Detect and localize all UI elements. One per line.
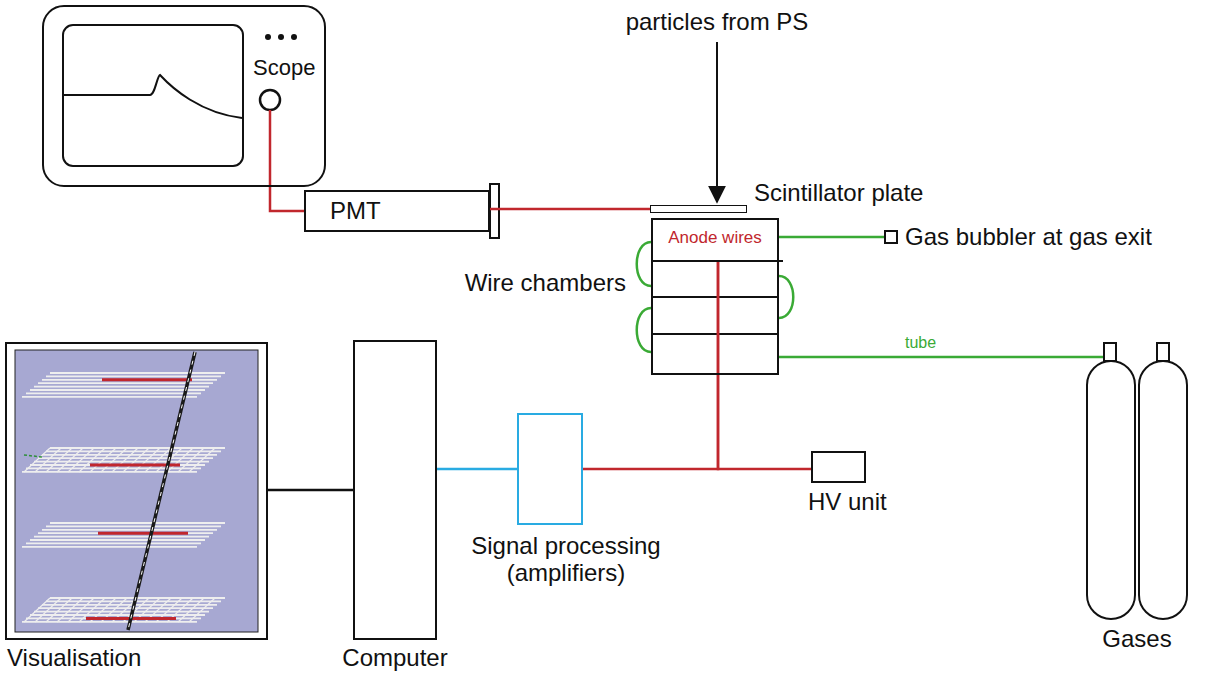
gas-loop xyxy=(637,308,651,352)
hit-wire xyxy=(98,532,188,535)
gas-bottle xyxy=(1087,361,1135,619)
wire-planes xyxy=(22,373,225,622)
wire xyxy=(42,604,217,606)
pmt-window xyxy=(490,184,499,238)
hv-unit: HV unit xyxy=(811,451,866,483)
beam-arrow xyxy=(716,42,718,202)
cable-stub xyxy=(269,110,272,187)
wire xyxy=(26,543,201,545)
scope-dot xyxy=(265,34,271,40)
wire xyxy=(38,532,213,534)
node-label: Visualisation xyxy=(7,645,141,671)
hit-wire xyxy=(102,378,192,381)
wire xyxy=(46,450,221,452)
scintillator-plate: Scintillator plate xyxy=(650,205,747,213)
wire xyxy=(30,389,205,391)
visualisation-box: Visualisation xyxy=(5,342,268,640)
node-label: Gas bubbler at gas exit xyxy=(905,224,1152,250)
cable xyxy=(270,187,304,211)
cable xyxy=(779,356,1087,359)
event-display xyxy=(15,350,258,632)
node-label: HV unit xyxy=(808,489,887,515)
tube-stub xyxy=(1087,356,1104,359)
gas-loop xyxy=(637,242,651,286)
pulse-trace xyxy=(64,75,242,118)
cable xyxy=(437,468,517,471)
node-label: Gases xyxy=(1087,626,1187,652)
beam-label: particles from PS xyxy=(567,8,867,36)
chamber-divider xyxy=(651,333,779,335)
wire xyxy=(46,375,221,377)
node-label: Scope xyxy=(253,55,315,81)
wire xyxy=(50,522,225,524)
scope-box: Scope xyxy=(42,5,326,187)
wire xyxy=(42,529,217,531)
wire xyxy=(38,607,213,609)
scope-screen xyxy=(63,25,243,166)
particle-track xyxy=(128,352,195,630)
gas-loop xyxy=(779,276,793,318)
wire xyxy=(22,621,197,623)
wire xyxy=(30,464,205,466)
edge-label: tube xyxy=(905,334,936,352)
node-label: Scintillator plate xyxy=(754,180,923,206)
wire xyxy=(26,467,201,469)
wire xyxy=(26,618,201,620)
particle-track xyxy=(128,352,195,630)
node-label: Anode wires xyxy=(653,228,777,248)
wire xyxy=(30,539,205,541)
wire xyxy=(34,536,209,538)
cable xyxy=(268,489,353,492)
wire-chamber-stack: Wire chambersAnode wires xyxy=(651,218,779,375)
bottle-valve xyxy=(1157,343,1169,361)
wire xyxy=(42,454,217,456)
wire xyxy=(22,396,197,398)
node-label: Signal processing (amplifiers) xyxy=(466,532,666,586)
bottle-valve xyxy=(1104,343,1116,361)
chamber-divider xyxy=(651,296,779,298)
wire xyxy=(34,611,209,613)
wire xyxy=(26,392,201,394)
gas-bottle xyxy=(1139,361,1187,619)
scope-dot xyxy=(291,34,297,40)
node-label: PMT xyxy=(330,198,381,224)
wire xyxy=(34,386,209,388)
node-label: Computer xyxy=(335,645,455,671)
cable xyxy=(779,236,884,239)
wire xyxy=(22,471,197,473)
wire xyxy=(38,457,213,459)
cable xyxy=(718,262,811,469)
axis-mark xyxy=(24,455,42,457)
wire xyxy=(46,526,221,528)
cable xyxy=(490,208,650,211)
wire xyxy=(50,372,225,374)
signal-processing-box: Signal processing (amplifiers) xyxy=(517,413,583,525)
wire xyxy=(50,447,225,449)
node-label: Wire chambers xyxy=(446,270,626,296)
wire xyxy=(34,461,209,463)
wire xyxy=(22,546,197,548)
scope-connector xyxy=(260,90,280,110)
anode-chamber: Anode wires xyxy=(653,220,783,262)
pmt-box: PMT xyxy=(304,190,490,232)
wire xyxy=(30,614,205,616)
wire xyxy=(42,379,217,381)
gas-bubbler: Gas bubbler at gas exit xyxy=(884,230,898,244)
computer-box: Computer xyxy=(353,340,437,640)
gas-bottles: Gases xyxy=(1087,343,1187,620)
scope-dot xyxy=(278,34,284,40)
